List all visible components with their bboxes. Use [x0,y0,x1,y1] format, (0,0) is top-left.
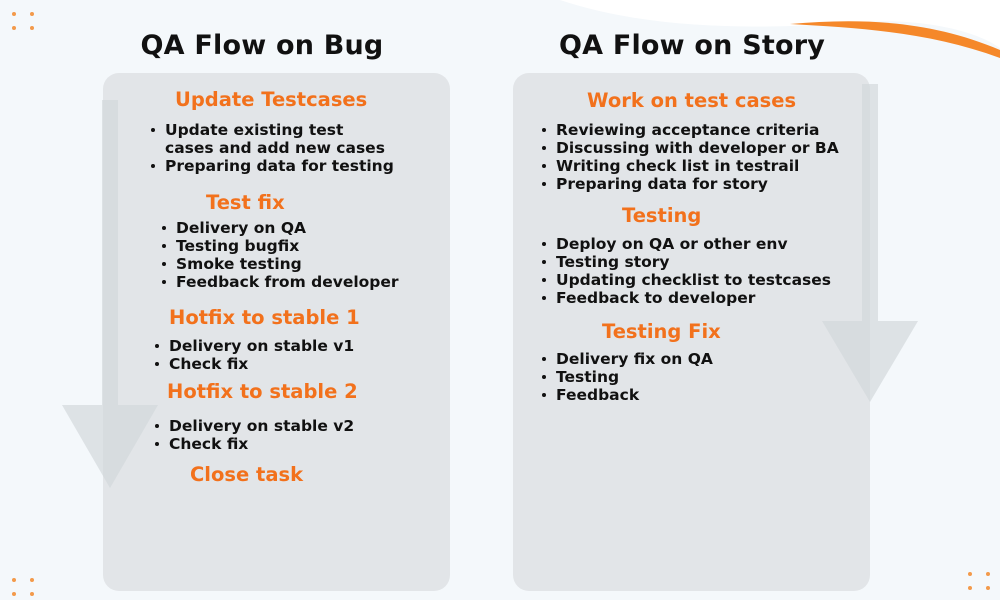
section-title: Testing Fix [602,320,721,343]
list-item: Writing check list in testrail [540,157,839,175]
dots-decoration-top-left [12,12,42,32]
list-item: Preparing data for story [540,175,839,193]
item-list: Reviewing acceptance criteria Discussing… [540,121,839,193]
section-title: Testing [622,204,702,227]
list-item: Check fix [153,355,354,373]
list-item: Delivery fix on QA [540,350,713,368]
section-title: Hotfix to stable 1 [169,306,360,329]
list-item: Smoke testing [160,255,399,273]
list-item: Updating checklist to testcases [540,271,831,289]
down-arrow-icon [822,84,918,402]
list-item: Testing story [540,253,831,271]
list-item: Testing bugfix [160,237,399,255]
item-list: Update existing test cases and add new c… [149,121,394,175]
story-flow-card [513,73,870,591]
story-flow-title: QA Flow on Story [558,30,826,61]
dots-decoration-bottom-left [12,578,42,598]
item-list: Delivery fix on QA Testing Feedback [540,350,713,404]
bug-flow-title: QA Flow on Bug [140,30,384,61]
list-item: Testing [540,368,713,386]
list-item: Preparing data for testing [149,157,394,175]
list-item: Update existing test cases and add new c… [149,121,394,157]
item-list: Delivery on QA Testing bugfix Smoke test… [160,219,399,291]
section-title: Hotfix to stable 2 [167,380,358,403]
item-list: Delivery on stable v2 Check fix [153,417,354,453]
list-item: Check fix [153,435,354,453]
item-list: Delivery on stable v1 Check fix [153,337,354,373]
list-item: Discussing with developer or BA [540,139,839,157]
list-item: Delivery on stable v2 [153,417,354,435]
section-title: Test fix [206,191,285,214]
dots-decoration-bottom-right [968,572,998,592]
list-item: Feedback from developer [160,273,399,291]
list-item: Deploy on QA or other env [540,235,831,253]
list-item: Delivery on QA [160,219,399,237]
item-text: Update existing test cases and add new c… [165,121,385,157]
list-item: Delivery on stable v1 [153,337,354,355]
item-list: Deploy on QA or other env Testing story … [540,235,831,307]
section-title: Update Testcases [175,88,368,111]
section-title: Work on test cases [587,89,797,112]
list-item: Feedback [540,386,713,404]
bug-flow-card [103,73,450,591]
section-title: Close task [190,463,304,486]
list-item: Reviewing acceptance criteria [540,121,839,139]
list-item: Feedback to developer [540,289,831,307]
down-arrow-icon [62,100,158,488]
